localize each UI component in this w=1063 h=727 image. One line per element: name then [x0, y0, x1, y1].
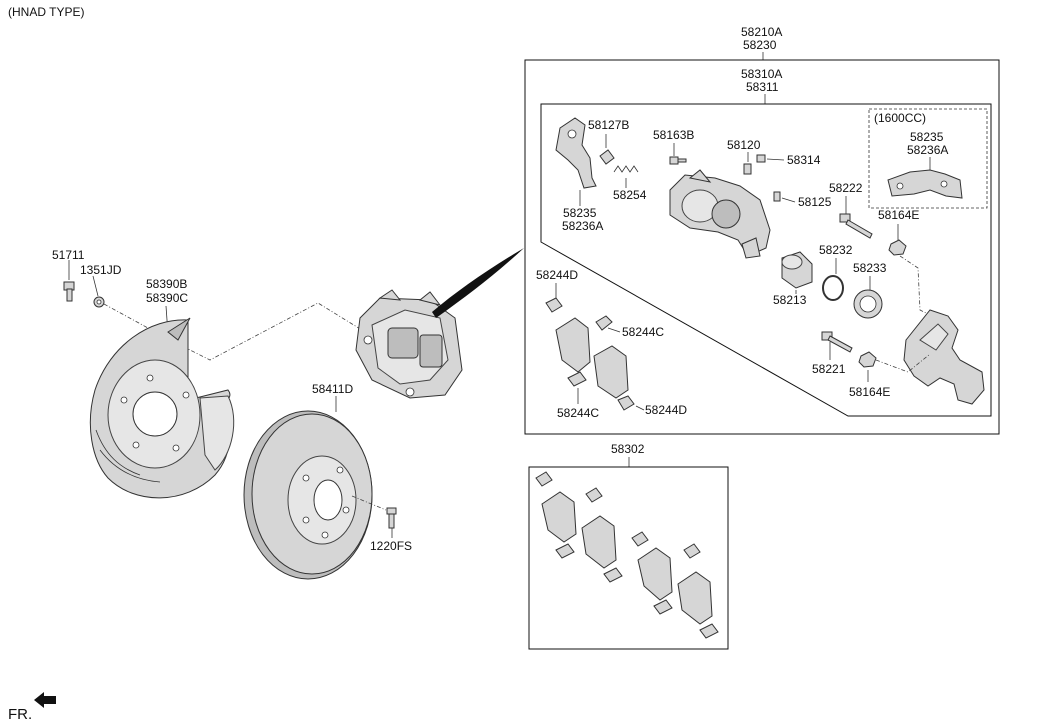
caliper-body-box — [540, 103, 992, 417]
label-58233: 58233 — [853, 261, 887, 275]
label-58411d: 58411D — [312, 382, 353, 396]
label-58163b: 58163B — [653, 128, 694, 142]
label-1220fs: 1220FS — [370, 539, 412, 553]
label-58254: 58254 — [613, 188, 647, 202]
screw-58125 — [773, 191, 796, 203]
guide-pin-58222 — [839, 196, 873, 239]
label-58120: 58120 — [727, 138, 761, 152]
brake-pad-a — [555, 317, 591, 373]
label-58302: 58302 — [611, 442, 645, 456]
label-58390b: 58390B — [146, 277, 187, 291]
screw-1220fs — [351, 495, 397, 538]
label-58235-left: 58235 — [563, 206, 597, 220]
bleeder-58120 — [743, 152, 752, 175]
direction-label: FR. — [8, 706, 32, 723]
label-58244c-bottom: 58244C — [557, 406, 599, 420]
label-58232: 58232 — [819, 243, 853, 257]
caliper-carrier — [903, 309, 985, 405]
pad-clips-bottom — [567, 371, 635, 411]
label-58230: 58230 — [743, 38, 777, 52]
brake-pad-b — [593, 345, 629, 399]
label-58311: 58311 — [746, 80, 779, 94]
label-58244c-right: 58244C — [622, 325, 664, 339]
bolt-58164e-bottom — [858, 351, 931, 382]
callout-arrow — [432, 248, 524, 318]
caliper-assembly — [355, 289, 463, 399]
brake-disc — [243, 410, 373, 580]
label-58125: 58125 — [798, 195, 832, 209]
bracket-left — [555, 117, 597, 206]
label-58127b: 58127B — [588, 118, 629, 132]
bolt-58163b — [669, 143, 687, 165]
label-58235-right: 58235 — [910, 130, 944, 144]
label-58164e-bottom: 58164E — [849, 385, 890, 399]
piston-58213 — [781, 251, 813, 294]
label-58314: 58314 — [787, 153, 821, 167]
washer-1351jd — [92, 275, 105, 308]
caliper-body — [669, 169, 771, 259]
bolt-58164e-top — [888, 224, 937, 319]
label-58210a: 58210A — [741, 25, 782, 39]
pad-kit-contents — [535, 471, 719, 639]
label-58213: 58213 — [773, 293, 807, 307]
label-58236a-right: 58236A — [907, 143, 948, 157]
label-51711: 51711 — [52, 248, 85, 262]
diagram-title: (HNAD TYPE) — [8, 5, 84, 19]
label-58222: 58222 — [829, 181, 863, 195]
label-58236a-left: 58236A — [562, 219, 603, 233]
bracket-1600cc — [887, 169, 963, 199]
label-58390c: 58390C — [146, 291, 188, 305]
seal-58232 — [822, 258, 844, 301]
label-58310a: 58310A — [741, 67, 782, 81]
label-1351jd: 1351JD — [80, 263, 122, 277]
cap-58314 — [756, 154, 785, 163]
boot-58233 — [853, 276, 883, 319]
spring-58254 — [613, 165, 639, 188]
bolt-51711 — [63, 260, 75, 302]
label-58244d-bottom: 58244D — [645, 403, 687, 417]
variant-1600cc-box — [868, 108, 988, 209]
arrow-left-icon — [34, 692, 56, 708]
guide-pin-58221 — [821, 331, 853, 360]
label-58164e-top: 58164E — [878, 208, 919, 222]
caliper-kit-box — [524, 59, 1000, 435]
label-58244d-top: 58244D — [536, 268, 578, 282]
pad-kit-box — [528, 466, 729, 650]
clip-58127b — [599, 134, 615, 165]
label-58221: 58221 — [812, 362, 846, 376]
label-1600cc: (1600CC) — [874, 111, 926, 125]
pad-clips-top — [545, 297, 613, 331]
backing-plate — [89, 317, 235, 499]
